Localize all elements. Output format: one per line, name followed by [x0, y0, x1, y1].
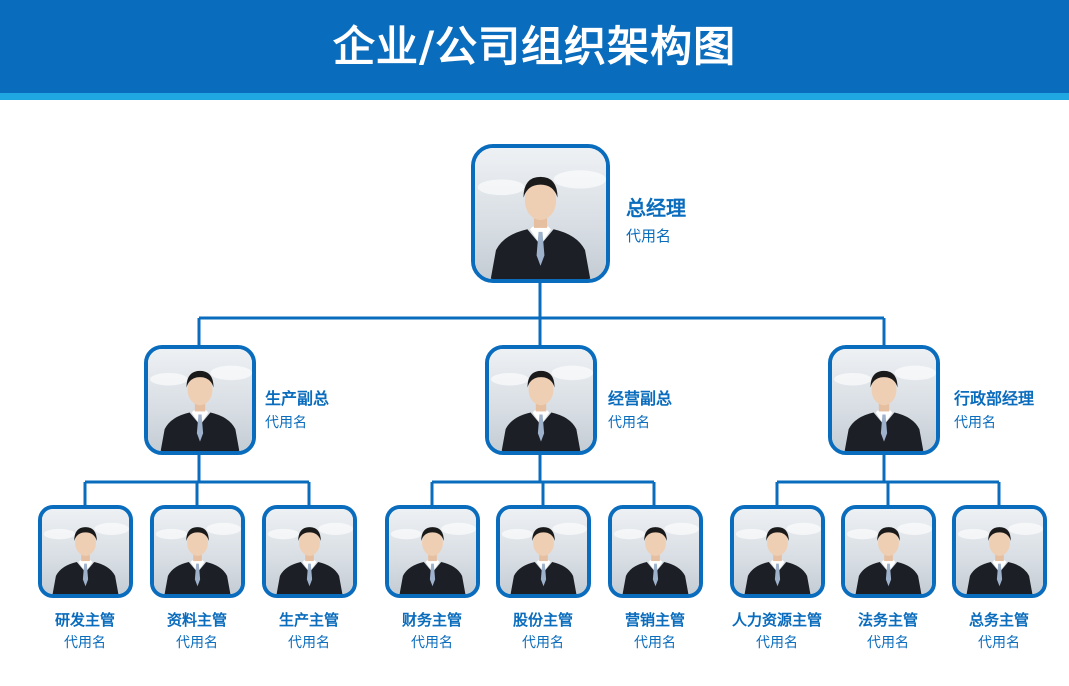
manager-name: 代用名: [176, 635, 218, 651]
header-stripe: [0, 93, 1069, 100]
person-photo-icon: [489, 349, 593, 451]
person-photo-icon: [389, 509, 476, 594]
person-photo-icon: [475, 148, 606, 279]
vp-label: 生产副总 代用名: [265, 385, 329, 432]
person-photo-icon: [266, 509, 353, 594]
manager-label: 总务主管 代用名: [939, 609, 1059, 652]
manager-label: 股份主管 代用名: [483, 609, 603, 652]
manager-label: 资料主管 代用名: [137, 609, 257, 652]
manager-photo: [841, 505, 936, 598]
manager-photo: [952, 505, 1047, 598]
manager-name: 代用名: [288, 635, 330, 651]
vp-label: 行政部经理 代用名: [954, 385, 1034, 432]
manager-label: 人力资源主管 代用名: [712, 609, 842, 652]
manager-role: 股份主管: [512, 611, 573, 629]
manager-photo: [730, 505, 825, 598]
ceo-name: 代用名: [626, 227, 672, 245]
manager-role: 研发主管: [54, 611, 115, 629]
vp-name: 代用名: [608, 415, 650, 431]
manager-photo: [496, 505, 591, 598]
person-photo-icon: [42, 509, 129, 594]
manager-photo: [38, 505, 133, 598]
manager-photo: [385, 505, 480, 598]
manager-role: 资料主管: [166, 611, 227, 629]
vp-label: 经营副总 代用名: [608, 385, 672, 432]
manager-label: 法务主管 代用名: [828, 609, 948, 652]
manager-name: 代用名: [64, 635, 106, 651]
manager-role: 财务主管: [401, 611, 462, 629]
page-title: 企业/公司组织架构图: [332, 22, 737, 71]
vp-photo: [485, 345, 597, 455]
ceo-role: 总经理: [626, 196, 686, 220]
manager-photo: [608, 505, 703, 598]
manager-label: 研发主管 代用名: [25, 609, 145, 652]
manager-label: 财务主管 代用名: [372, 609, 492, 652]
person-photo-icon: [845, 509, 932, 594]
vp-name: 代用名: [265, 415, 307, 431]
manager-name: 代用名: [978, 635, 1020, 651]
header-bar: [0, 0, 1069, 93]
manager-role: 生产主管: [278, 611, 339, 629]
person-photo-icon: [956, 509, 1043, 594]
manager-label: 生产主管 代用名: [249, 609, 369, 652]
person-photo-icon: [500, 509, 587, 594]
manager-name: 代用名: [522, 635, 564, 651]
person-photo-icon: [154, 509, 241, 594]
vp-role: 经营副总: [608, 389, 673, 408]
vp-photo: [828, 345, 940, 455]
vp-photo: [144, 345, 256, 455]
manager-label: 营销主管 代用名: [595, 609, 715, 652]
person-photo-icon: [734, 509, 821, 594]
manager-name: 代用名: [411, 635, 453, 651]
ceo-label: 总经理 代用名: [626, 192, 686, 246]
person-photo-icon: [832, 349, 936, 451]
manager-name: 代用名: [756, 635, 798, 651]
person-photo-icon: [148, 349, 252, 451]
vp-role: 行政部经理: [954, 389, 1035, 408]
vp-role: 生产副总: [265, 389, 330, 408]
manager-name: 代用名: [634, 635, 676, 651]
vp-name: 代用名: [954, 415, 996, 431]
manager-name: 代用名: [867, 635, 909, 651]
manager-role: 营销主管: [624, 611, 685, 629]
manager-photo: [262, 505, 357, 598]
person-photo-icon: [612, 509, 699, 594]
ceo-photo: [471, 144, 610, 283]
manager-role: 人力资源主管: [731, 611, 822, 629]
manager-photo: [150, 505, 245, 598]
manager-role: 总务主管: [968, 611, 1029, 629]
manager-role: 法务主管: [857, 611, 918, 629]
